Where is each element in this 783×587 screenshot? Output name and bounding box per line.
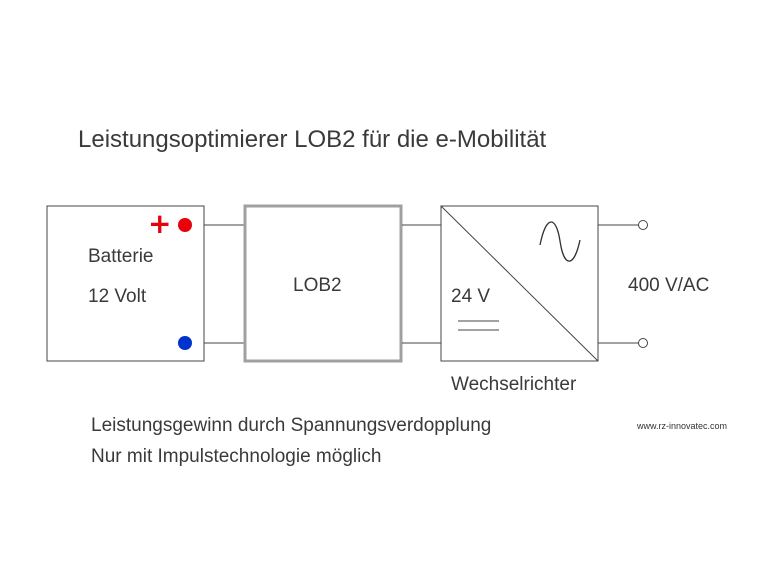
minus-terminal-icon: [178, 336, 192, 350]
note-line-1: Leistungsgewinn durch Spannungsverdopplu…: [91, 415, 492, 436]
sine-wave-icon: [539, 221, 581, 262]
plus-symbol: +: [148, 207, 171, 240]
output-terminal-top-icon: [638, 220, 648, 230]
website-link: www.rz-innovatec.com: [637, 421, 728, 431]
output-voltage: 400 V/AC: [628, 275, 710, 296]
lob2-box: [243, 204, 403, 363]
inverter-label: Wechselrichter: [451, 374, 577, 395]
inverter-diagonal: [440, 205, 599, 362]
battery-label: Batterie: [88, 246, 154, 267]
battery-box: [46, 205, 205, 362]
output-terminal-bottom-icon: [638, 338, 648, 348]
plus-terminal-icon: [178, 218, 192, 232]
lob2-label: LOB2: [293, 275, 342, 296]
battery-voltage: 12 Volt: [88, 286, 147, 307]
page-title: Leistungsoptimierer LOB2 für die e-Mobil…: [78, 126, 547, 153]
inverter-dc-voltage: 24 V: [451, 286, 491, 307]
note-line-2: Nur mit Impulstechnologie möglich: [91, 446, 382, 467]
